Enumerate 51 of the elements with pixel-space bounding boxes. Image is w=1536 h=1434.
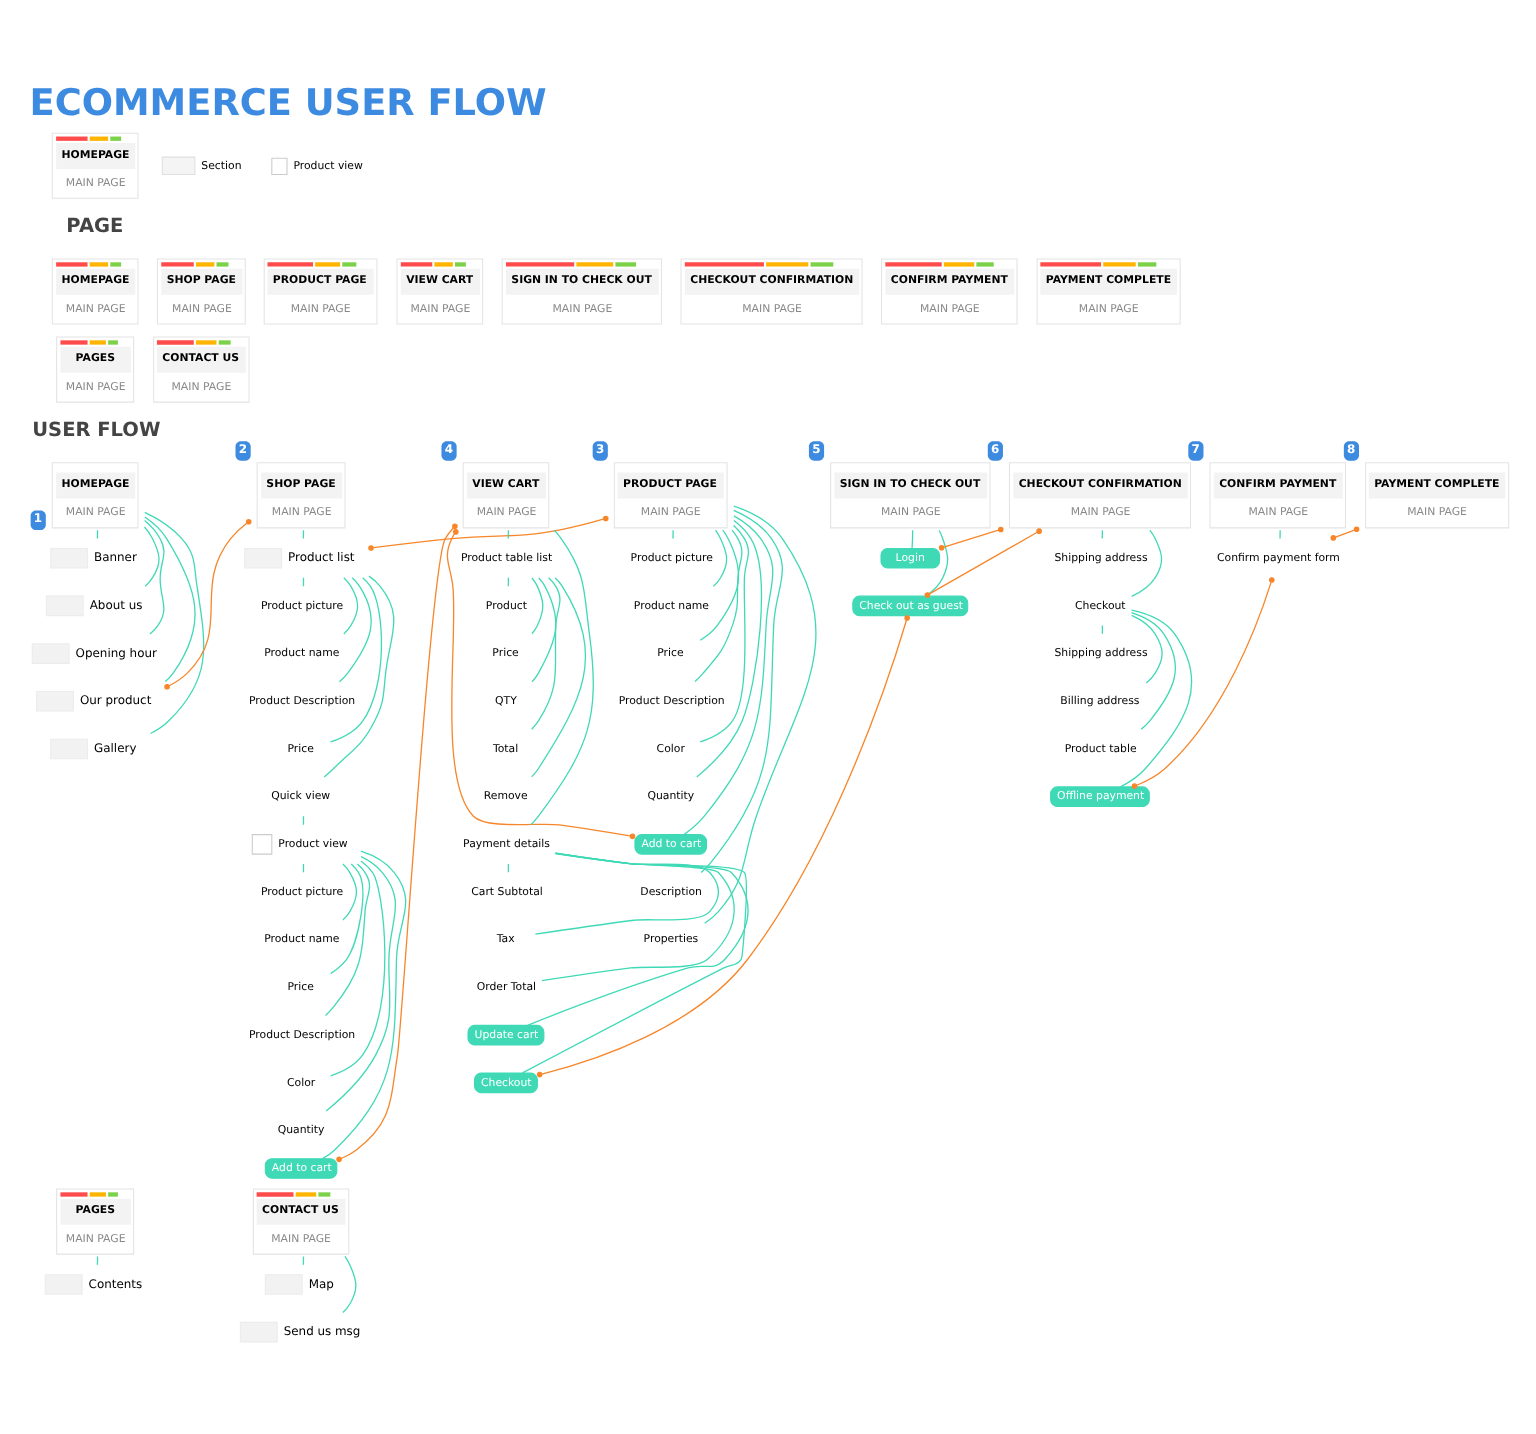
connector bbox=[536, 615, 910, 1078]
connector bbox=[531, 577, 586, 778]
connector bbox=[329, 860, 386, 1077]
connector bbox=[925, 529, 949, 597]
connector bbox=[526, 852, 749, 1026]
connector bbox=[1279, 529, 1281, 540]
connector bbox=[672, 529, 674, 540]
connector bbox=[531, 577, 561, 730]
connector bbox=[696, 519, 762, 778]
connector bbox=[694, 529, 743, 683]
connector bbox=[324, 863, 371, 1017]
connector bbox=[343, 577, 359, 635]
connector bbox=[531, 577, 557, 683]
connector bbox=[336, 523, 458, 1163]
connector bbox=[321, 850, 407, 1160]
connector bbox=[342, 1255, 357, 1314]
connector bbox=[330, 863, 364, 974]
connector bbox=[144, 516, 196, 683]
connector bbox=[699, 524, 750, 743]
connector bbox=[323, 575, 395, 778]
connector bbox=[342, 863, 358, 921]
connector bbox=[144, 519, 165, 635]
connector bbox=[938, 526, 1004, 551]
label: PAGE bbox=[66, 216, 124, 239]
connector bbox=[164, 519, 252, 690]
connector bbox=[1330, 526, 1360, 541]
connector bbox=[325, 856, 397, 1112]
connector bbox=[712, 529, 728, 587]
connector bbox=[1131, 577, 1275, 789]
connector bbox=[1131, 614, 1163, 684]
connector bbox=[144, 511, 205, 735]
connector bbox=[521, 852, 747, 1074]
connector bbox=[530, 529, 594, 826]
connector bbox=[534, 852, 720, 935]
label: USER FLOW bbox=[32, 420, 161, 443]
connector bbox=[338, 577, 372, 683]
connector bbox=[704, 505, 817, 924]
node-box bbox=[251, 834, 273, 855]
diagram-title: ECOMMERCE USER FLOW bbox=[29, 83, 547, 126]
connector bbox=[541, 852, 735, 982]
connector bbox=[329, 577, 383, 743]
connector bbox=[700, 509, 783, 874]
connector bbox=[1131, 529, 1163, 597]
connector bbox=[368, 515, 609, 551]
connector bbox=[531, 577, 544, 635]
connector bbox=[1119, 609, 1193, 788]
connector bbox=[683, 515, 774, 836]
connector bbox=[1130, 611, 1176, 730]
connector bbox=[699, 529, 740, 641]
connector bbox=[924, 528, 1042, 598]
connector bbox=[143, 526, 160, 587]
